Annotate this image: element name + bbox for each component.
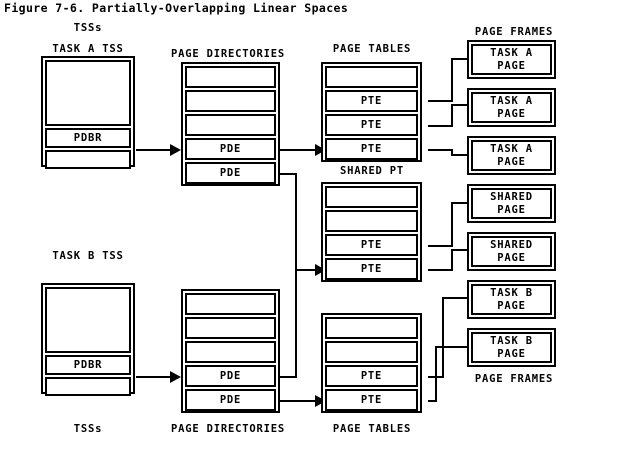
page-table-a-box[interactable]: PTE PTE PTE <box>321 62 422 162</box>
pte-a-row-4[interactable]: PTE <box>325 138 418 160</box>
tss-b-row-empty-1[interactable] <box>45 287 131 353</box>
tss-a-row-empty-2[interactable] <box>45 150 131 169</box>
wire-pte-a2-to-frame-2 <box>428 104 470 127</box>
pde-a-row-5[interactable]: PDE <box>185 162 276 184</box>
page-frame-5[interactable]: SHARED PAGE <box>467 232 556 271</box>
arrowhead-pdbr-a <box>170 144 181 156</box>
label-tss-top: TSSs <box>73 22 103 34</box>
pde-a-row-1[interactable] <box>185 66 276 88</box>
page-frame-1-line1: TASK A <box>490 47 533 60</box>
page-frame-2-inner: TASK A PAGE <box>471 92 552 123</box>
page-frame-3-inner: TASK A PAGE <box>471 140 552 171</box>
wire-pte-b2-to-frame-7 <box>428 346 470 402</box>
page-frame-1[interactable]: TASK A PAGE <box>467 40 556 79</box>
pte-shared-row-4[interactable]: PTE <box>325 258 418 280</box>
pte-b-row-1[interactable] <box>325 317 418 339</box>
label-page-tables-bottom: PAGE TABLES <box>332 423 412 435</box>
task-b-tss-box[interactable]: PDBR <box>41 283 135 396</box>
page-frame-6-line1: TASK B <box>490 287 533 300</box>
pte-b-row-4[interactable]: PTE <box>325 389 418 411</box>
pde-b-row-1[interactable] <box>185 293 276 315</box>
pte-shared-row-3[interactable]: PTE <box>325 234 418 256</box>
task-a-tss-box[interactable]: PDBR <box>41 56 135 169</box>
page-frame-4[interactable]: SHARED PAGE <box>467 184 556 223</box>
wire-pde-b1-to-shared-pt <box>280 270 297 378</box>
pte-a-row-3[interactable]: PTE <box>325 114 418 136</box>
pde-a-row-3[interactable] <box>185 114 276 136</box>
pde-b-row-5[interactable]: PDE <box>185 389 276 411</box>
wire-pte-s1-to-frame-4 <box>428 202 470 247</box>
pde-a-row-2[interactable] <box>185 90 276 112</box>
pte-b-row-2[interactable] <box>325 341 418 363</box>
shared-page-table-box[interactable]: PTE PTE <box>321 182 422 282</box>
pte-shared-row-1[interactable] <box>325 186 418 208</box>
page-frame-2-line1: TASK A <box>490 95 533 108</box>
page-frame-6-inner: TASK B PAGE <box>471 284 552 315</box>
figure-title: Figure 7-6. Partially-Overlapping Linear… <box>4 1 349 15</box>
pde-b-row-2[interactable] <box>185 317 276 339</box>
wire-pte-s2-to-frame-5 <box>428 249 470 271</box>
page-frame-7[interactable]: TASK B PAGE <box>467 328 556 367</box>
page-directory-a-box[interactable]: PDE PDE <box>181 62 280 186</box>
page-frame-3-line2: PAGE <box>497 155 526 168</box>
page-frame-7-line2: PAGE <box>497 347 526 360</box>
label-task-b-tss: TASK B TSS <box>52 250 124 262</box>
page-frame-1-line2: PAGE <box>497 59 526 72</box>
page-frame-4-inner: SHARED PAGE <box>471 188 552 219</box>
arrowhead-pdbr-b <box>170 371 181 383</box>
wire-pte-a3-to-frame-3 <box>428 149 470 156</box>
page-frame-5-line2: PAGE <box>497 251 526 264</box>
pte-a-row-2[interactable]: PTE <box>325 90 418 112</box>
label-task-a-tss: TASK A TSS <box>52 43 124 55</box>
page-frame-6[interactable]: TASK B PAGE <box>467 280 556 319</box>
page-frame-2-line2: PAGE <box>497 107 526 120</box>
pte-b-row-3[interactable]: PTE <box>325 365 418 387</box>
page-frame-5-line1: SHARED <box>490 239 533 252</box>
pde-b-row-3[interactable] <box>185 341 276 363</box>
page-frame-3-line1: TASK A <box>490 143 533 156</box>
label-page-tables-top: PAGE TABLES <box>332 43 412 55</box>
page-frame-5-inner: SHARED PAGE <box>471 236 552 267</box>
page-frame-7-line1: TASK B <box>490 335 533 348</box>
page-frame-1-inner: TASK A PAGE <box>471 44 552 75</box>
pte-shared-row-2[interactable] <box>325 210 418 232</box>
label-tss-bottom: TSSs <box>73 423 103 435</box>
wire-pte-a1-to-frame-1 <box>428 58 470 102</box>
page-frame-2[interactable]: TASK A PAGE <box>467 88 556 127</box>
label-page-frames-top: PAGE FRAMES <box>474 26 554 38</box>
page-frame-7-inner: TASK B PAGE <box>471 332 552 363</box>
label-page-frames-bottom: PAGE FRAMES <box>474 373 554 385</box>
tss-a-row-empty-1[interactable] <box>45 60 131 126</box>
wire-pde-a2-to-shared-pt <box>280 173 315 271</box>
wire-pte-b1-to-frame-6 <box>428 297 470 378</box>
pte-a-row-1[interactable] <box>325 66 418 88</box>
tss-b-row-empty-2[interactable] <box>45 377 131 396</box>
page-frame-4-line2: PAGE <box>497 203 526 216</box>
tss-a-row-pdbr[interactable]: PDBR <box>45 128 131 148</box>
page-frame-6-line2: PAGE <box>497 299 526 312</box>
label-shared-pt: SHARED PT <box>339 165 405 177</box>
label-page-directories-top: PAGE DIRECTORIES <box>171 48 285 60</box>
label-page-directories-bottom: PAGE DIRECTORIES <box>171 423 285 435</box>
page-table-b-box[interactable]: PTE PTE <box>321 313 422 413</box>
page-frame-3[interactable]: TASK A PAGE <box>467 136 556 175</box>
pde-b-row-4[interactable]: PDE <box>185 365 276 387</box>
page-directory-b-box[interactable]: PDE PDE <box>181 289 280 413</box>
pde-a-row-4[interactable]: PDE <box>185 138 276 160</box>
tss-b-row-pdbr[interactable]: PDBR <box>45 355 131 375</box>
page-frame-4-line1: SHARED <box>490 191 533 204</box>
